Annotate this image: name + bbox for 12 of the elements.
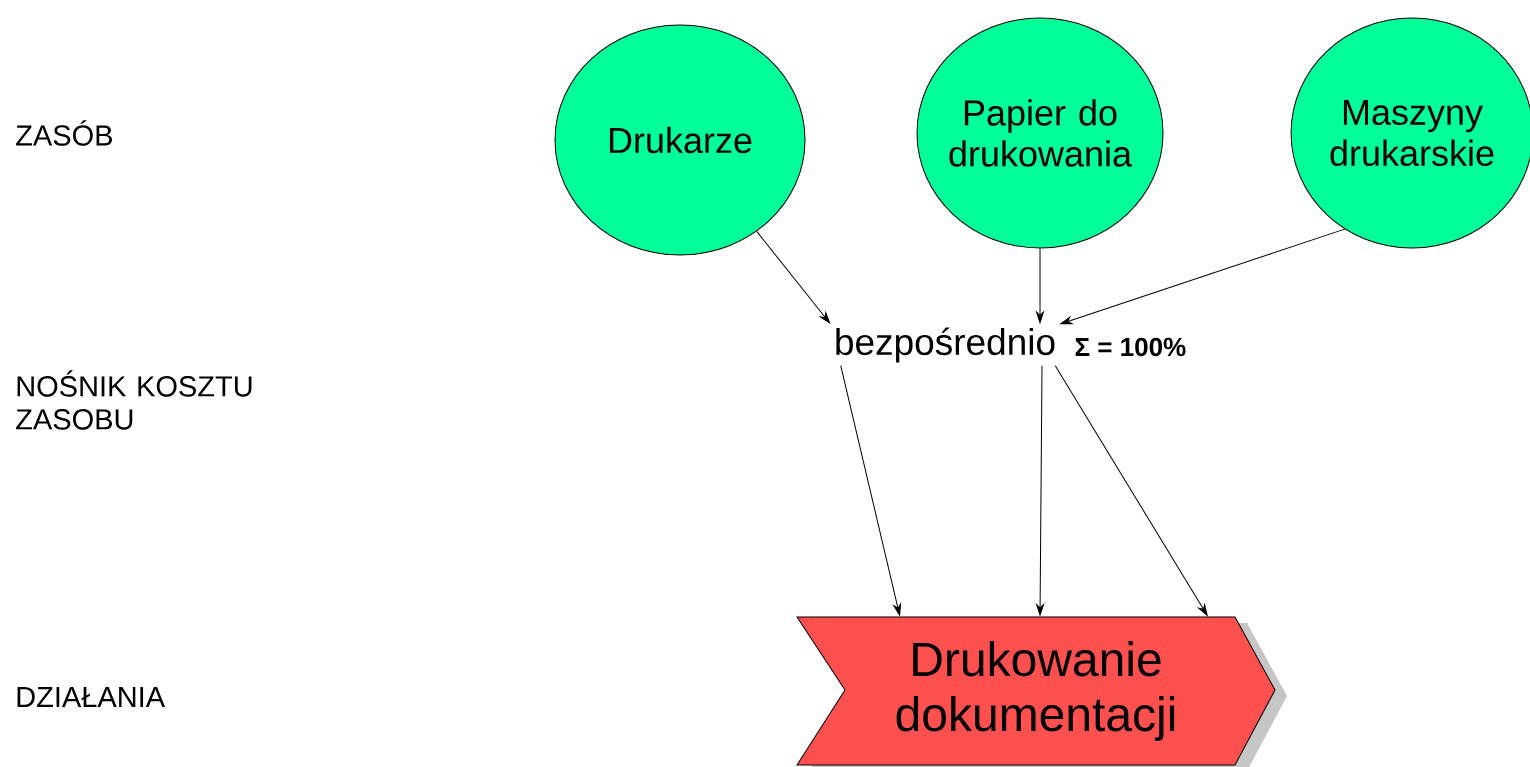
activity-chevron: Drukowanie dokumentacji xyxy=(796,616,1287,767)
arrow xyxy=(1036,365,1044,616)
arrow xyxy=(1036,248,1044,324)
row-label: NOŚNIK KOSZTU ZASOBU xyxy=(16,370,252,430)
arrow xyxy=(1054,365,1208,616)
arrow xyxy=(756,230,831,324)
arrow xyxy=(840,365,902,616)
arrow xyxy=(1060,228,1346,325)
sum-note: Σ = 100% xyxy=(1075,337,1186,357)
row-label: DZIAŁANIA xyxy=(17,687,166,707)
row-label: ZASÓB xyxy=(16,120,112,146)
driver-text: bezpośrednio xyxy=(836,327,1055,363)
